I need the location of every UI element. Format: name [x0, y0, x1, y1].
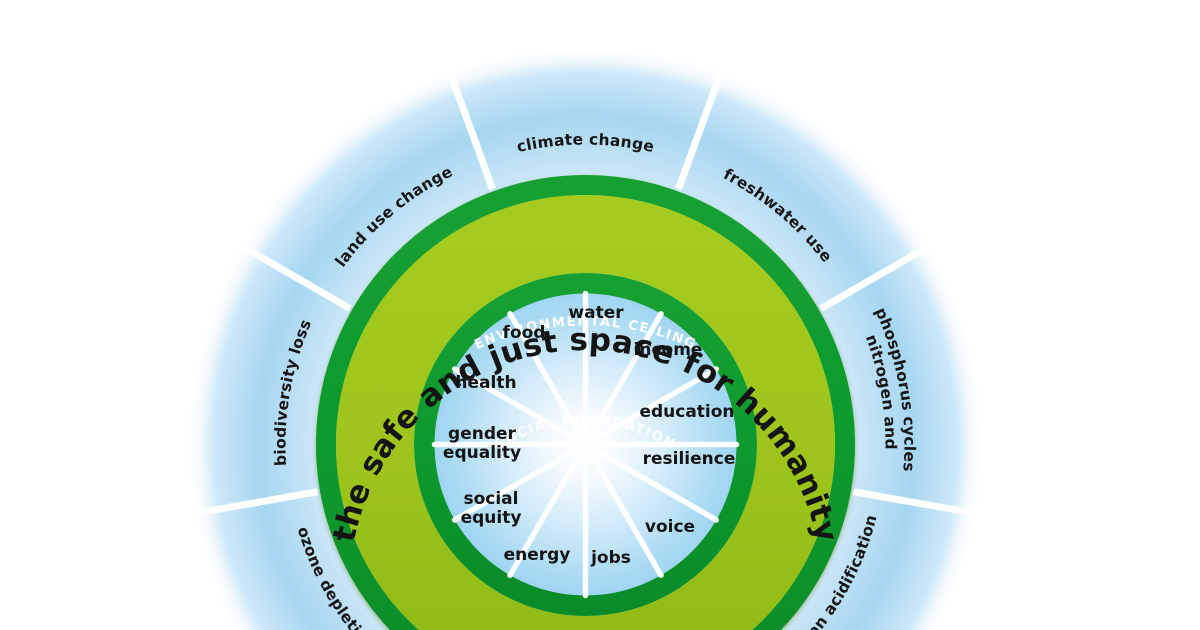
social-foundation-spoke [582, 441, 664, 579]
planetary-boundary-spoke [675, 74, 723, 191]
social-foundation-label: health [455, 373, 516, 393]
social-foundation-spokes [431, 290, 740, 599]
social-foundation-spoke [507, 441, 589, 579]
planetary-boundary-spoke [852, 488, 973, 517]
planetary-boundary-spoke [448, 74, 496, 191]
planetary-boundary-spoke [819, 245, 927, 312]
social-foundation-labels: water income education resilience voice jobse… [443, 303, 735, 568]
social-foundation-spoke [582, 441, 720, 523]
social-foundation-spoke [451, 366, 589, 448]
social-foundation-label: voice [645, 517, 695, 537]
social-foundation-spoke [582, 366, 720, 448]
social-foundation-spoke [582, 310, 664, 448]
planetary-boundary-spoke [244, 245, 352, 312]
social-foundation-label: income [634, 340, 703, 360]
social-foundation-ring [414, 273, 757, 616]
safe-and-just-space-band [336, 195, 835, 630]
social-foundation-label: water [568, 303, 624, 323]
social-foundation-label: education [639, 402, 734, 422]
social-foundation-label: resilience [643, 449, 736, 469]
social-foundation-label: food [503, 323, 546, 343]
environmental-ceiling-ring [316, 175, 855, 630]
social-foundation-label: jobs [590, 548, 631, 568]
planetary-boundary-spoke [198, 488, 319, 517]
social-foundation-spoke [451, 441, 589, 523]
planetary-boundary-spoke-lines [198, 74, 973, 517]
social-foundation-label: energy [504, 545, 571, 565]
social-foundation-spoke [507, 310, 589, 448]
